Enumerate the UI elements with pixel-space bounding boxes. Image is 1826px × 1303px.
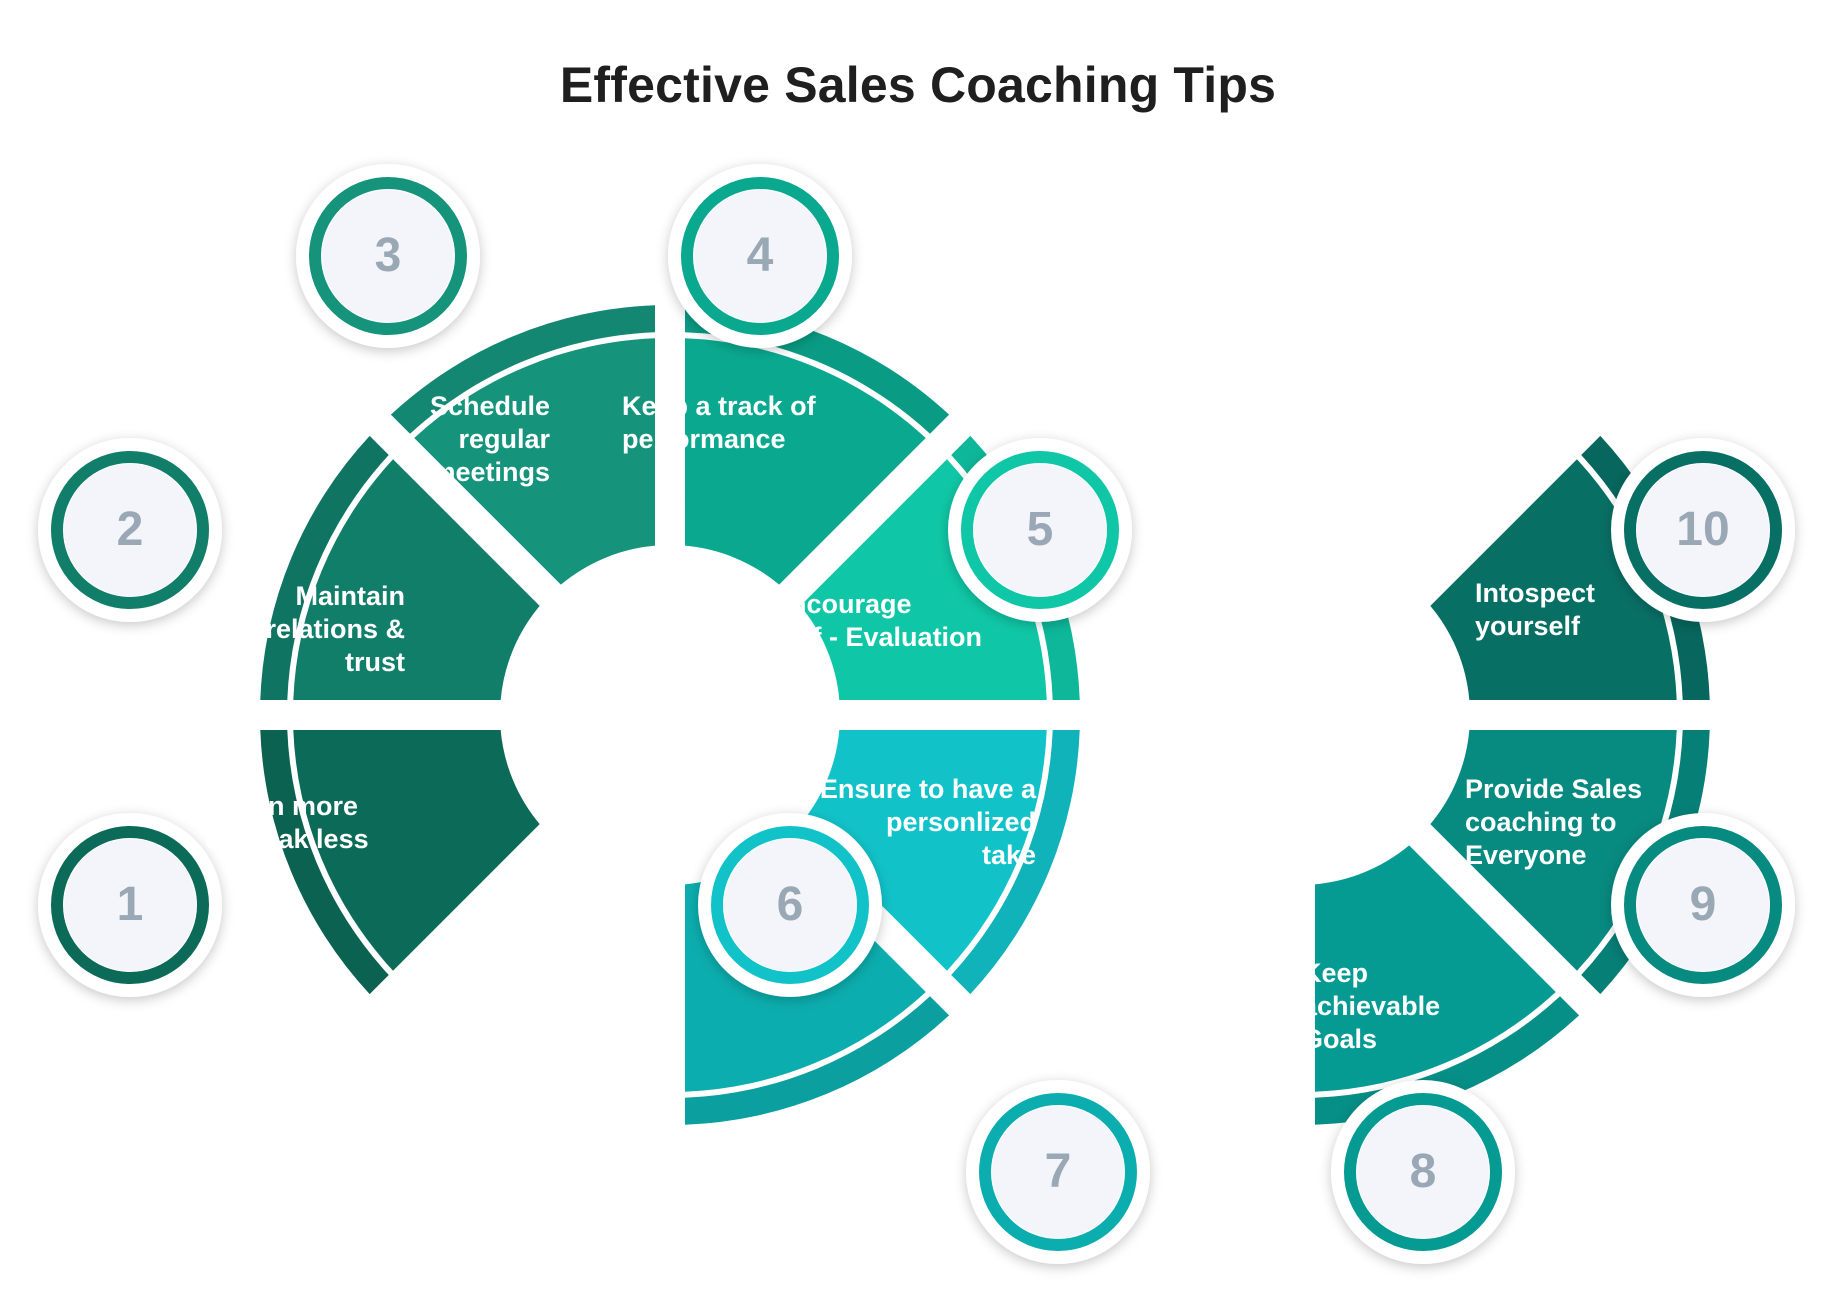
badge-6	[698, 813, 882, 997]
badge-1	[38, 813, 222, 997]
segment-3	[414, 338, 656, 585]
badge-number-9: 9	[1689, 878, 1717, 931]
segment-1	[293, 729, 540, 971]
badge-5	[948, 438, 1132, 622]
segment-band-6	[951, 729, 1080, 995]
segment-2	[293, 459, 540, 701]
tip-label-7: Introduce Development Oppertunities	[1038, 958, 1214, 1054]
segment-band-9	[1581, 729, 1710, 995]
badge-2	[38, 438, 222, 622]
tip-label-2: Maintain good relations & trust	[191, 581, 405, 677]
tip-label-4: Keep a track of performance	[622, 391, 816, 454]
segment-band-5	[951, 435, 1080, 701]
tip-label-5: Encourage Self - Evaluation	[772, 589, 983, 652]
segment-band-1	[260, 729, 389, 995]
badge-number-4: 4	[746, 229, 774, 282]
segment-band-7	[684, 996, 950, 1125]
badge-7	[966, 1080, 1150, 1264]
badge-number-10: 10	[1676, 503, 1730, 556]
segment-band-2	[260, 435, 389, 701]
badge-number-3: 3	[374, 229, 402, 282]
page-title: Effective Sales Coaching Tips	[559, 57, 1277, 113]
tip-label-3: Schedule regular meetings	[429, 391, 550, 487]
segment-8	[1314, 845, 1556, 1092]
tip-label-9: Provide Sales coaching to Everyone	[1465, 774, 1643, 870]
badge-number-6: 6	[776, 878, 804, 931]
segment-6	[800, 729, 1047, 971]
tip-label-6: Ensure to have a personlized take	[819, 774, 1036, 870]
badge-3	[296, 164, 480, 348]
tip-label-10: Intospect yourself	[1475, 578, 1596, 641]
badge-9	[1611, 813, 1795, 997]
badge-number-8: 8	[1409, 1145, 1437, 1198]
tip-label-1: Listen more & speak less	[205, 791, 369, 854]
segment-band-10	[1581, 435, 1710, 701]
badge-4	[668, 164, 852, 348]
badge-number-7: 7	[1044, 1145, 1072, 1198]
badge-number-2: 2	[116, 503, 144, 556]
badge-number-5: 5	[1026, 503, 1054, 556]
segment-band-3	[390, 305, 656, 434]
tip-label-8: Keep achievable Goals	[1302, 958, 1441, 1054]
badge-10	[1611, 438, 1795, 622]
badges-layer	[38, 164, 1795, 1264]
segment-4	[684, 338, 926, 585]
badge-8	[1331, 1080, 1515, 1264]
badge-number-1: 1	[116, 878, 144, 931]
